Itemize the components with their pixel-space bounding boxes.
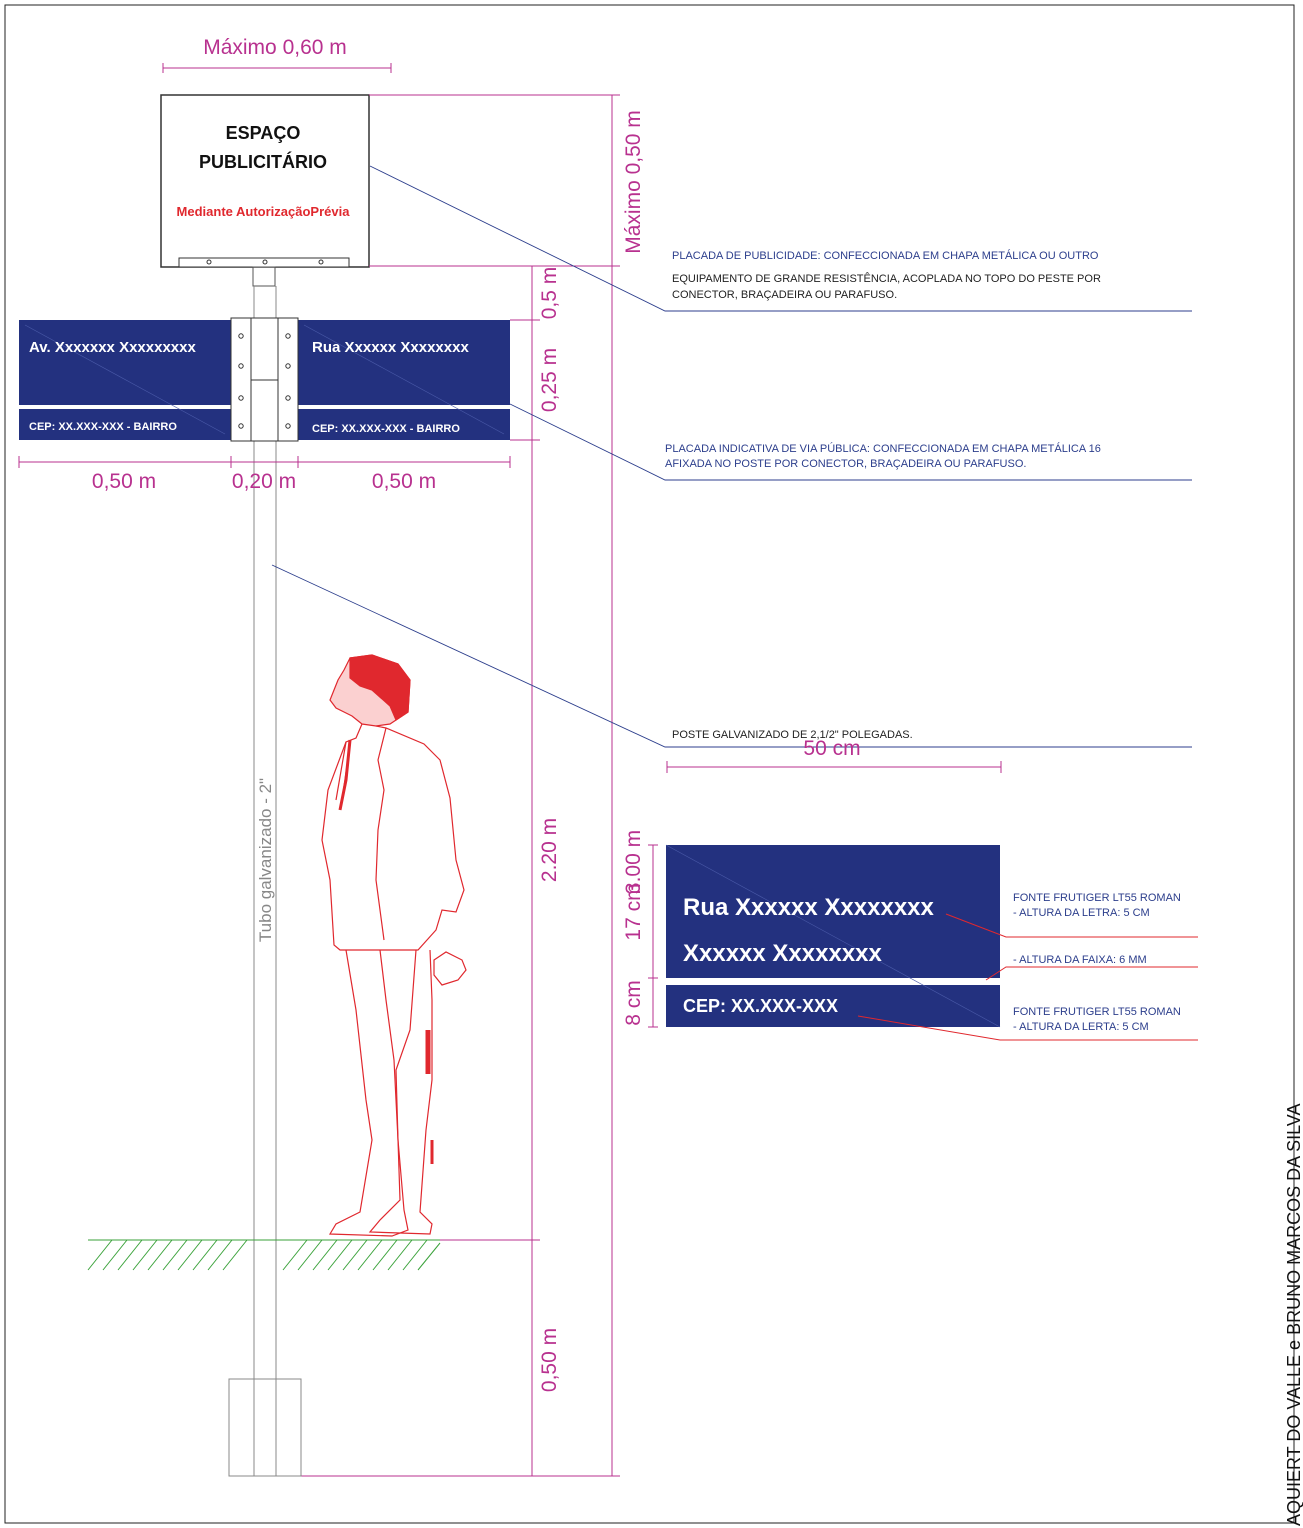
detail-band: - ALTURA DA FAIXA: 6 MM	[1013, 954, 1147, 966]
detail-font1-b: - ALTURA DA LETRA: 5 CM	[1013, 907, 1150, 919]
note-sign-line2: AFIXADA NO POSTE POR CONECTOR, BRAÇADEIR…	[665, 458, 1026, 470]
sheet-border	[4, 4, 1295, 1524]
ground-hatch	[87, 1239, 441, 1271]
pole-label: Tubo galvanizado - 2"	[256, 778, 275, 942]
max-width-dimension	[162, 63, 392, 73]
detail-width-label: 50 cm	[803, 737, 860, 760]
note-ad-line3: CONECTOR, BRAÇADEIRA OU PARAFUSO.	[672, 289, 897, 301]
right-sign-name: Rua Xxxxxx Xxxxxxxx	[312, 339, 469, 356]
detail-h8-label: 8 cm	[622, 980, 645, 1026]
left-street-sign	[19, 320, 231, 440]
note-ad-line2: EQUIPAMENTO DE GRANDE RESISTÊNCIA, ACOPL…	[672, 272, 1101, 285]
ad-panel-base	[178, 257, 350, 268]
mounting-bracket	[230, 317, 299, 442]
leader-lines	[271, 165, 1192, 748]
detail-h17-label: 17 cm	[622, 883, 645, 940]
human-figure	[321, 654, 467, 1237]
ad-title-line1: ESPAÇO	[226, 123, 301, 143]
pole-width-label: 0,20 m	[232, 470, 296, 493]
total-height-label: 3.00 m	[622, 830, 645, 894]
left-sign-cep: CEP: XX.XXX-XXX - BAIRRO	[29, 421, 177, 433]
detail-line1: Rua Xxxxxx Xxxxxxxx	[683, 894, 935, 921]
max-height-label: Máximo 0,50 m	[622, 110, 645, 254]
left-sign-name: Av. Xxxxxxx Xxxxxxxxx	[29, 339, 196, 356]
detail-width-dimension	[666, 761, 1002, 773]
ad-subtitle: Mediante AutorizaçãoPrévia	[177, 204, 351, 219]
pole	[252, 266, 277, 1476]
right-sign-cep: CEP: XX.XXX-XXX - BAIRRO	[312, 423, 460, 435]
detail-sign	[665, 844, 1001, 1028]
detail-font2-b: - ALTURA DA LERTA: 5 CM	[1013, 1021, 1149, 1033]
detail-leaders	[857, 913, 1198, 1041]
pole-foundation	[228, 1378, 302, 1477]
note-pole: POSTE GALVANIZADO DE 2,1/2" POLEGADAS.	[672, 729, 913, 741]
sign-height-label: 0,25 m	[538, 348, 561, 412]
note-ad-line1: PLACADA DE PUBLICIDADE: CONFECCIONADA EM…	[672, 249, 1099, 262]
buried-depth-label: 0,50 m	[538, 1328, 561, 1392]
ad-panel	[160, 94, 370, 268]
detail-line2: Xxxxxx Xxxxxxxx	[683, 940, 883, 967]
detail-height-dimension	[648, 844, 658, 1028]
right-width-label: 0,50 m	[372, 470, 436, 493]
ad-title-line2: PUBLICITÁRIO	[199, 151, 327, 172]
detail-font2-a: FONTE FRUTIGER LT55 ROMAN	[1013, 1006, 1181, 1018]
detail-cep: CEP: XX.XXX-XXX	[683, 996, 838, 1016]
left-width-label: 0,50 m	[92, 470, 156, 493]
sign-width-dimension	[18, 456, 511, 468]
gap-label: 0,5 m	[538, 267, 561, 320]
pole-height-label: 2.20 m	[538, 818, 561, 882]
detail-font1-a: FONTE FRUTIGER LT55 ROMAN	[1013, 892, 1181, 904]
right-street-sign	[298, 320, 510, 440]
note-sign-line1: PLACADA INDICATIVA DE VIA PÚBLICA: CONFE…	[665, 442, 1101, 455]
author-credit: AQUIERT DO VALLE e BRUNO MARCOS DA SILVA	[1284, 1104, 1303, 1526]
max-width-label: Máximo 0,60 m	[203, 36, 347, 59]
